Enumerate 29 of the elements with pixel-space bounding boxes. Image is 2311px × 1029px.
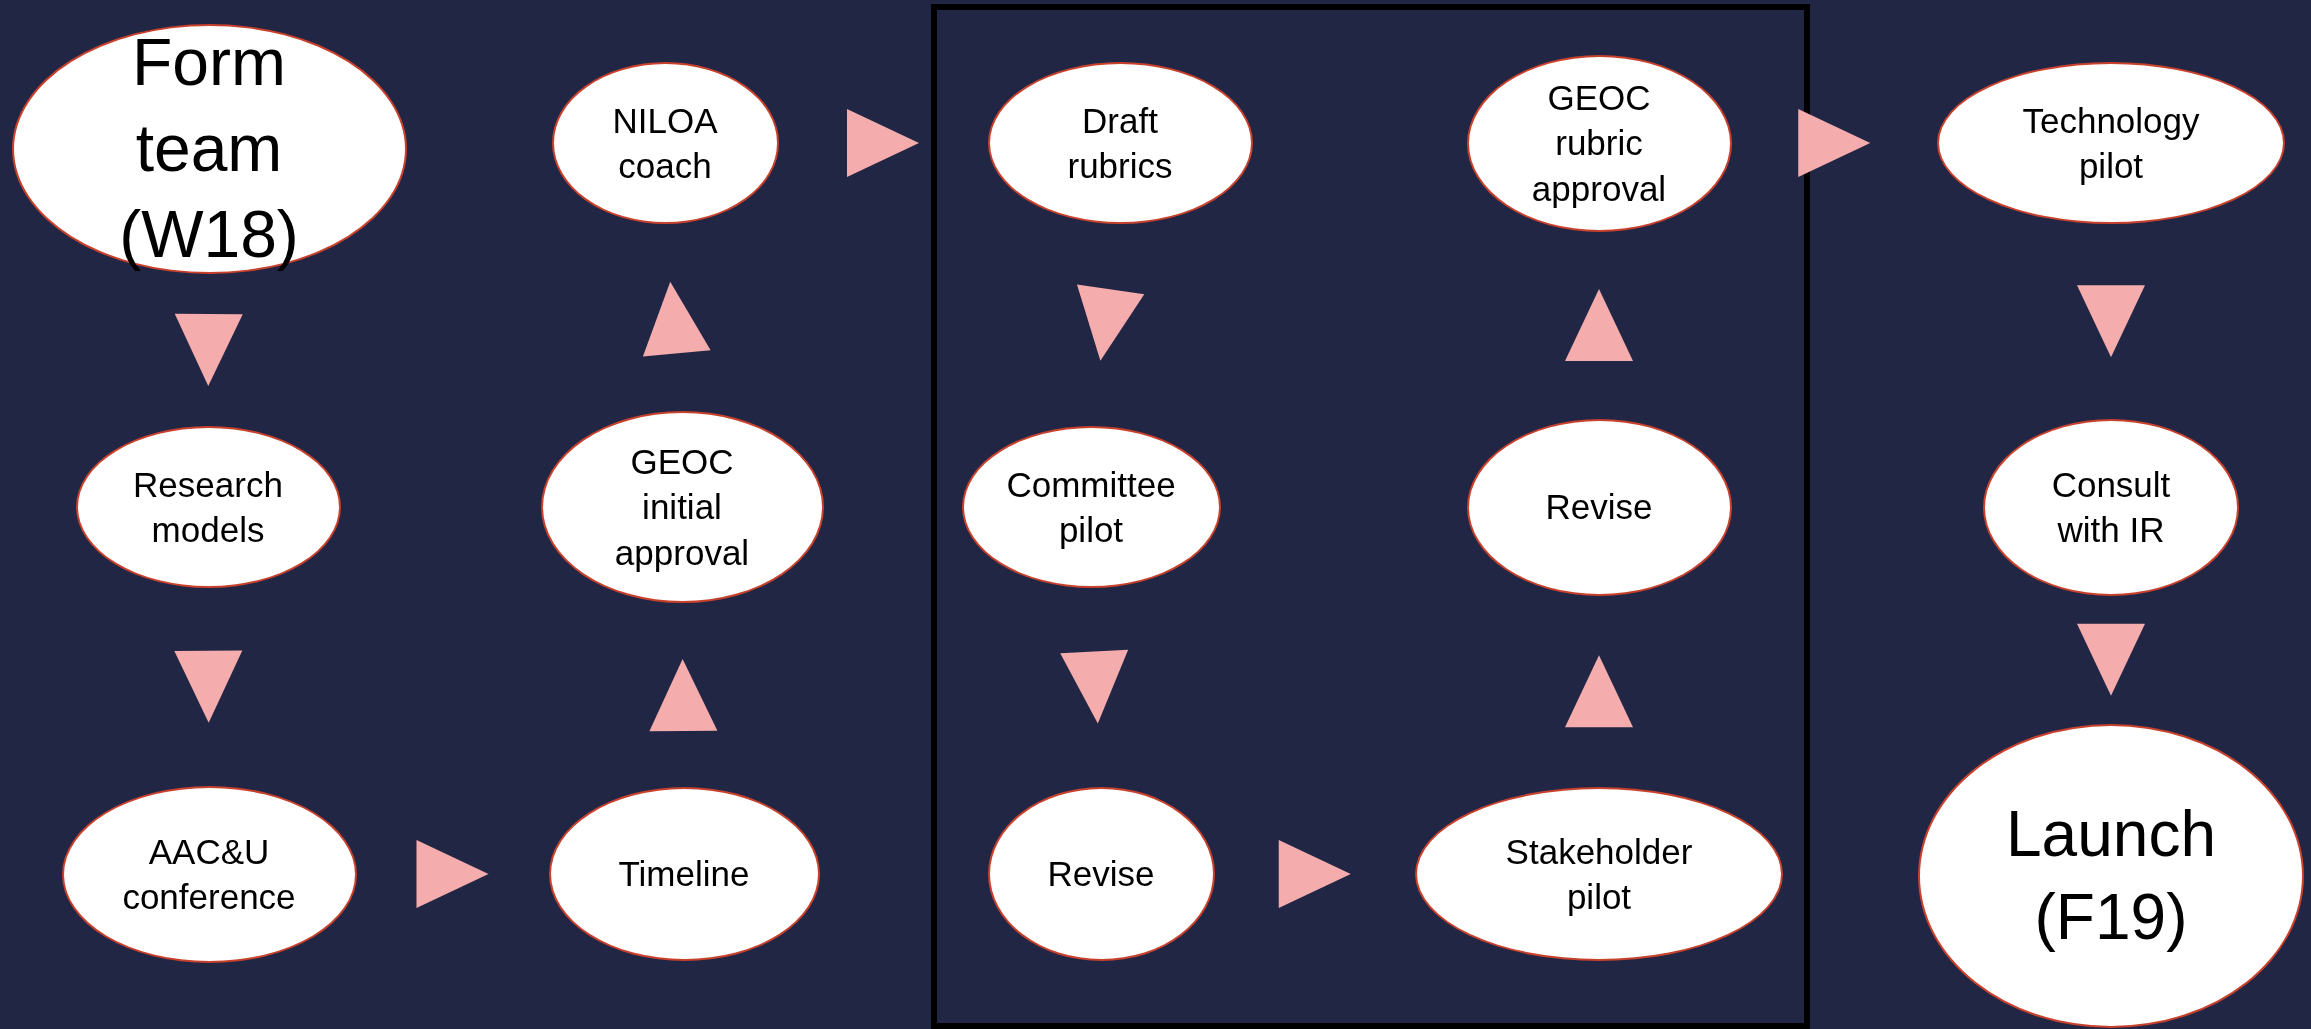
arrow bbox=[416, 840, 489, 908]
node-label: Consult with IR bbox=[2050, 463, 2172, 551]
arrow bbox=[649, 659, 718, 732]
node-label: Research models bbox=[132, 463, 284, 551]
arrow bbox=[2077, 623, 2145, 696]
node-label: Draft rubrics bbox=[1066, 99, 1174, 187]
node-label: Committee pilot bbox=[1005, 463, 1177, 551]
arrow bbox=[1278, 840, 1351, 908]
arrow bbox=[1798, 109, 1871, 177]
node-label: NILOA coach bbox=[611, 99, 719, 187]
node-label: Launch (F19) bbox=[2005, 796, 2217, 955]
node-label: Technology pilot bbox=[2021, 99, 2201, 187]
node-label: Form team (W18) bbox=[118, 24, 300, 273]
arrow bbox=[174, 650, 243, 723]
node-label: Timeline bbox=[618, 853, 750, 896]
arrow bbox=[1565, 289, 1633, 361]
arrow bbox=[174, 313, 243, 386]
arrow bbox=[2077, 285, 2145, 358]
arrow bbox=[1060, 649, 1129, 724]
node-label: Revise bbox=[1545, 486, 1653, 529]
node-label: Revise bbox=[1047, 853, 1155, 896]
arrow bbox=[1565, 655, 1633, 728]
arrow bbox=[1076, 284, 1145, 361]
arrow bbox=[642, 281, 711, 357]
node-label: Stakeholder pilot bbox=[1504, 830, 1694, 918]
node-label: GEOC rubric approval bbox=[1530, 76, 1668, 210]
arrow bbox=[847, 109, 919, 177]
node-label: AAC&U conference bbox=[121, 830, 297, 918]
node-label: GEOC initial approval bbox=[613, 440, 751, 574]
